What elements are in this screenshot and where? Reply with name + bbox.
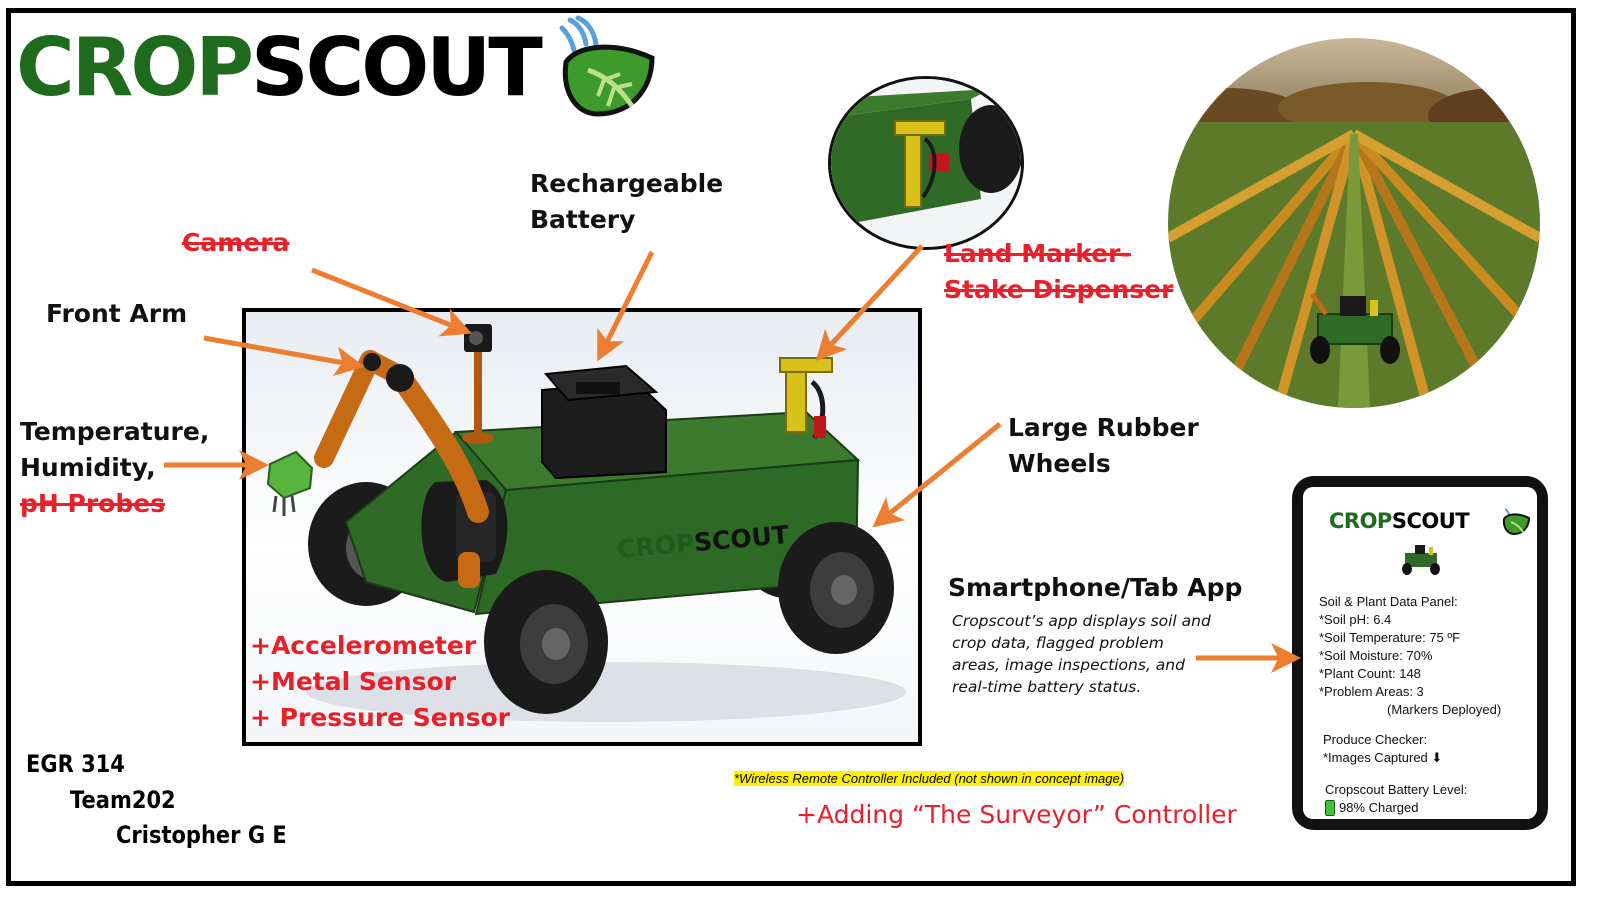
surveyor-controller-text: +Adding “The Surveyor” Controller	[796, 800, 1237, 829]
battery-label-line1: Rechargeable	[530, 169, 724, 198]
battery-level-section: Cropscout Battery Level: 98% Charged	[1325, 781, 1467, 817]
front-arm	[314, 350, 489, 588]
reading-soil-moisture: *Soil Moisture: 70%	[1319, 648, 1433, 663]
probes-label-line3: pH Probes	[20, 489, 166, 518]
produce-checker: Produce Checker: *Images Captured ⬇	[1323, 731, 1442, 767]
app-description: Cropscout’s app displays soil and crop d…	[952, 612, 1211, 696]
vineyard-scene	[1168, 38, 1540, 408]
camera-label: Camera	[182, 228, 290, 257]
robot-render-panel: CROPSCOUT	[242, 308, 922, 746]
sensor-pressure: + Pressure Sensor	[250, 703, 510, 732]
wheels-label-line2: Wheels	[1008, 449, 1111, 478]
battery-value: 98% Charged	[1339, 800, 1419, 815]
stake-label-line2: Stake Dispenser	[944, 275, 1174, 304]
wheels-label-line1: Large Rubber	[1008, 413, 1199, 442]
front-left-wheel	[484, 570, 608, 714]
vine-rows	[1168, 129, 1540, 408]
tablet-logo-crop: CROP	[1329, 509, 1392, 533]
probes-label-line2: Humidity,	[20, 453, 156, 482]
stake-dispenser-zoom-view	[828, 76, 1024, 250]
probe-head	[266, 450, 314, 516]
sensor-metal: +Metal Sensor	[250, 667, 457, 696]
camera-mast	[462, 324, 494, 444]
reading-soil-ph: *Soil pH: 6.4	[1319, 612, 1392, 627]
tablet-logo-scout: SCOUT	[1391, 509, 1470, 533]
tablet-leaf-icon	[1502, 508, 1531, 536]
front-arm-label: Front Arm	[46, 299, 188, 328]
reading-problem-areas: *Problem Areas: 3	[1319, 684, 1424, 699]
reading-plant-count: *Plant Count: 148	[1319, 666, 1421, 681]
battery-level-title: Cropscout Battery Level:	[1325, 782, 1468, 797]
front-right-wheel	[778, 522, 894, 654]
images-captured: *Images Captured	[1323, 750, 1428, 765]
wheels-label: Large Rubber Wheels	[1008, 410, 1199, 482]
course-code: EGR 314	[26, 750, 125, 778]
svg-text:CROPSCOUT: CROPSCOUT	[616, 520, 790, 564]
probes-label: Temperature, Humidity, pH Probes	[20, 414, 209, 522]
stake-dispenser-label: Land Marker- Stake Dispenser	[944, 236, 1173, 308]
logo-crop: CROP	[16, 21, 254, 114]
soil-plant-data-panel: Soil & Plant Data Panel: *Soil pH: 6.4 *…	[1319, 593, 1501, 719]
cropscout-logo: CROPSCOUT	[16, 28, 543, 108]
wireless-controller-note: *Wireless Remote Controller Included (no…	[734, 770, 1134, 788]
tablet-logo: CROPSCOUT	[1329, 509, 1470, 533]
battery-label-line2: Battery	[530, 205, 636, 234]
robot-illustration: CROPSCOUT	[266, 324, 906, 722]
stake-label-line1: Land Marker-	[944, 239, 1131, 268]
download-arrow-icon: ⬇	[1431, 750, 1443, 765]
author-name: Cristopher G E	[116, 821, 287, 849]
probes-label-line1: Temperature,	[20, 417, 210, 446]
markers-note: (Markers Deployed)	[1387, 702, 1502, 717]
leaf-icon	[559, 15, 655, 117]
team-name: Team202	[70, 786, 176, 814]
note-text: *Wireless Remote Controller Included (no…	[734, 771, 1125, 786]
stake-dispenser	[779, 357, 833, 440]
scene-robot	[1309, 292, 1400, 364]
reading-soil-temperature: *Soil Temperature: 75 ºF	[1319, 630, 1461, 645]
tablet-mockup: CROPSCOUT Soil & Plant Data Panel: *Soil…	[1292, 476, 1548, 830]
added-sensors-list: +Accelerometer +Metal Sensor + Pressure …	[250, 628, 510, 736]
stake-zoom-illustration	[831, 79, 1021, 247]
battery-box	[541, 364, 667, 480]
tablet-robot-icon	[1402, 545, 1440, 575]
produce-title: Produce Checker:	[1323, 732, 1428, 747]
sensor-accelerometer: +Accelerometer	[250, 631, 477, 660]
logo-scout: SCOUT	[250, 21, 543, 114]
panel-title: Soil & Plant Data Panel:	[1319, 594, 1458, 609]
battery-label: Rechargeable Battery	[530, 166, 723, 238]
robot-logo-crop: CROP	[616, 528, 695, 564]
tablet-screen: CROPSCOUT Soil & Plant Data Panel: *Soil…	[1303, 487, 1537, 819]
poster-frame	[6, 8, 1576, 886]
vineyard-illustration	[1168, 38, 1540, 408]
app-title: Smartphone/Tab App	[948, 573, 1243, 602]
battery-icon	[1325, 800, 1335, 816]
